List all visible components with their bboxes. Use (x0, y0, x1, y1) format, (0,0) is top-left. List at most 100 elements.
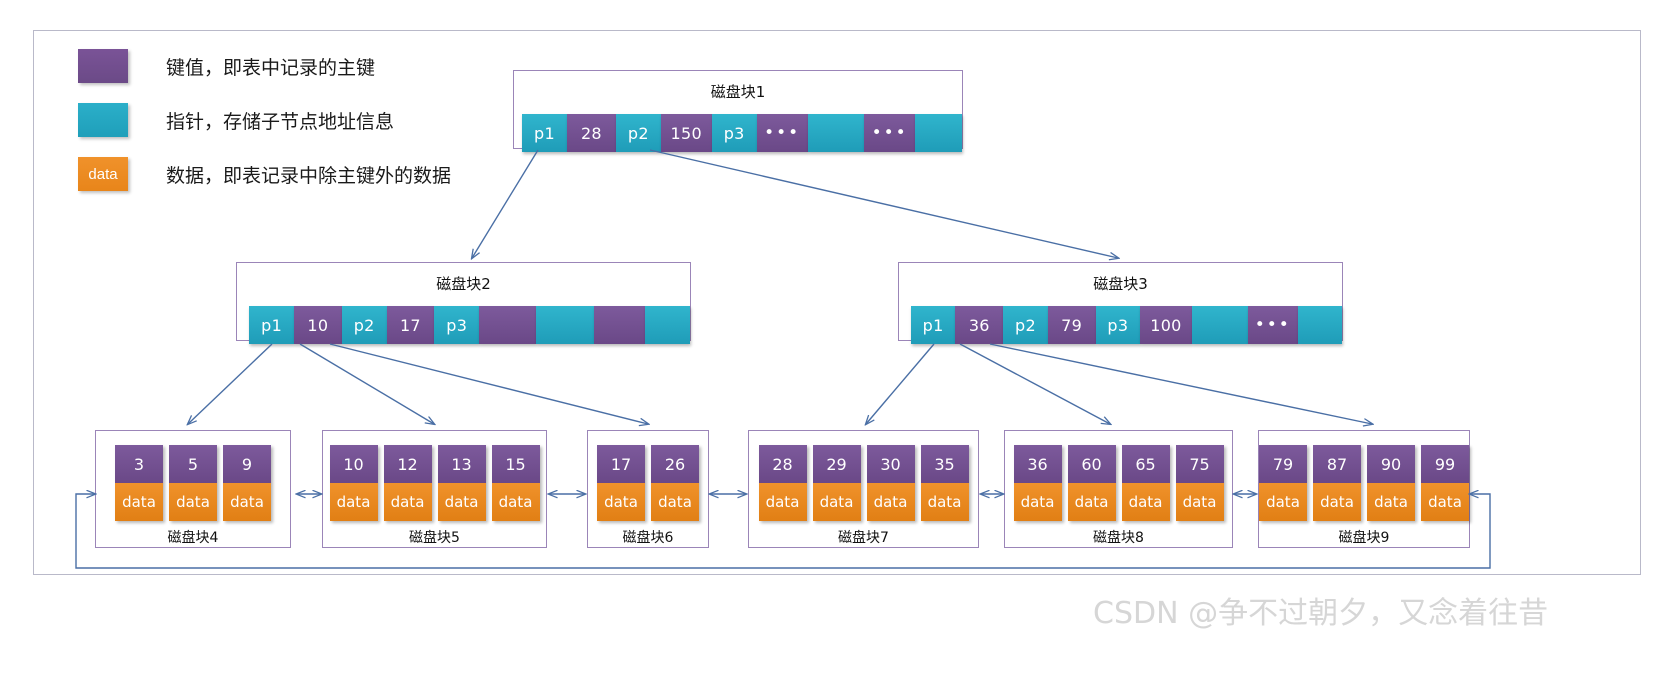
leaf-label: 磁盘块8 (1093, 530, 1144, 546)
leaf-key: 99 (1421, 445, 1469, 483)
leaf-key: 3 (115, 445, 163, 483)
leaf-key: 75 (1175, 445, 1224, 483)
node-cell-key: ••• (1247, 306, 1298, 344)
legend: 键值，即表中记录的主键 指针，存储子节点地址信息 data 数据，即表记录中除主… (78, 44, 451, 206)
leaf-data: data (1421, 483, 1469, 521)
node-cell-key: 36 (955, 306, 1004, 344)
node-cell-pointer (644, 306, 690, 344)
node-cell-pointer (915, 114, 963, 152)
node-cell-pointer: p1 (249, 306, 295, 344)
legend-row-pointer: 指针，存储子节点地址信息 (78, 98, 451, 142)
node-cell-key: 100 (1139, 306, 1192, 344)
node-cell-pointer (807, 114, 865, 152)
leaf-key: 12 (383, 445, 432, 483)
node-cell-pointer (1297, 306, 1342, 344)
leaf-label: 磁盘块6 (622, 530, 674, 546)
leaf-data: data (597, 483, 645, 521)
node-cell-key: 10 (294, 306, 342, 344)
node-cell-pointer: p3 (434, 306, 480, 344)
leaf-key: 28 (758, 445, 807, 483)
leaf-data: data (1175, 483, 1224, 521)
leaf-data: data (920, 483, 969, 521)
data-swatch-icon: data (78, 157, 128, 191)
node-cell-key (479, 306, 537, 344)
leaf-label: 磁盘块4 (167, 530, 219, 546)
leaf-data: data (1067, 483, 1116, 521)
leaf-key: 15 (491, 445, 540, 483)
node-cell-key (593, 306, 645, 344)
leaf-key: 60 (1067, 445, 1116, 483)
node-cell-pointer: p2 (615, 114, 661, 152)
leaf-data: data (866, 483, 915, 521)
key-swatch-icon (78, 49, 128, 83)
leaf-data: data (115, 483, 163, 521)
leaf-data: data (437, 483, 486, 521)
node-cell-pointer: p1 (522, 114, 567, 152)
leaf-data: data (1013, 483, 1062, 521)
leaf-data: data (651, 483, 699, 521)
leaf-key: 9 (223, 445, 271, 483)
legend-label-data: 数据，即表记录中除主键外的数据 (166, 164, 452, 187)
leaf-key: 90 (1367, 445, 1415, 483)
leaf-data: data (169, 483, 217, 521)
node-cell-pointer (536, 306, 594, 344)
leaf-data: data (1259, 483, 1307, 521)
node-cell-pointer: p2 (341, 306, 387, 344)
leaf-data: data (1367, 483, 1415, 521)
node-cell-key: ••• (756, 114, 808, 152)
pointer-swatch-icon (78, 103, 128, 137)
leaf-key: 79 (1259, 445, 1307, 483)
leaf-data: data (383, 483, 432, 521)
node-cell-key: ••• (864, 114, 916, 152)
leaf-data: data (223, 483, 271, 521)
legend-row-key: 键值，即表中记录的主键 (78, 44, 451, 88)
node-internal-left-title: 磁盘块2 (436, 275, 491, 293)
leaf-key: 17 (597, 445, 645, 483)
leaf-key: 36 (1013, 445, 1062, 483)
node-cell-key: 17 (386, 306, 435, 344)
leaf-label: 磁盘块7 (838, 530, 889, 546)
leaf-key: 29 (812, 445, 861, 483)
leaf-key: 26 (651, 445, 699, 483)
leaf-key: 65 (1121, 445, 1170, 483)
legend-label-key: 键值，即表中记录的主键 (166, 56, 376, 79)
legend-label-pointer: 指针，存储子节点地址信息 (166, 110, 395, 133)
leaf-data: data (1121, 483, 1170, 521)
leaf-data: data (329, 483, 378, 521)
legend-row-data: data 数据，即表记录中除主键外的数据 (78, 152, 451, 196)
node-cell-pointer (1191, 306, 1248, 344)
